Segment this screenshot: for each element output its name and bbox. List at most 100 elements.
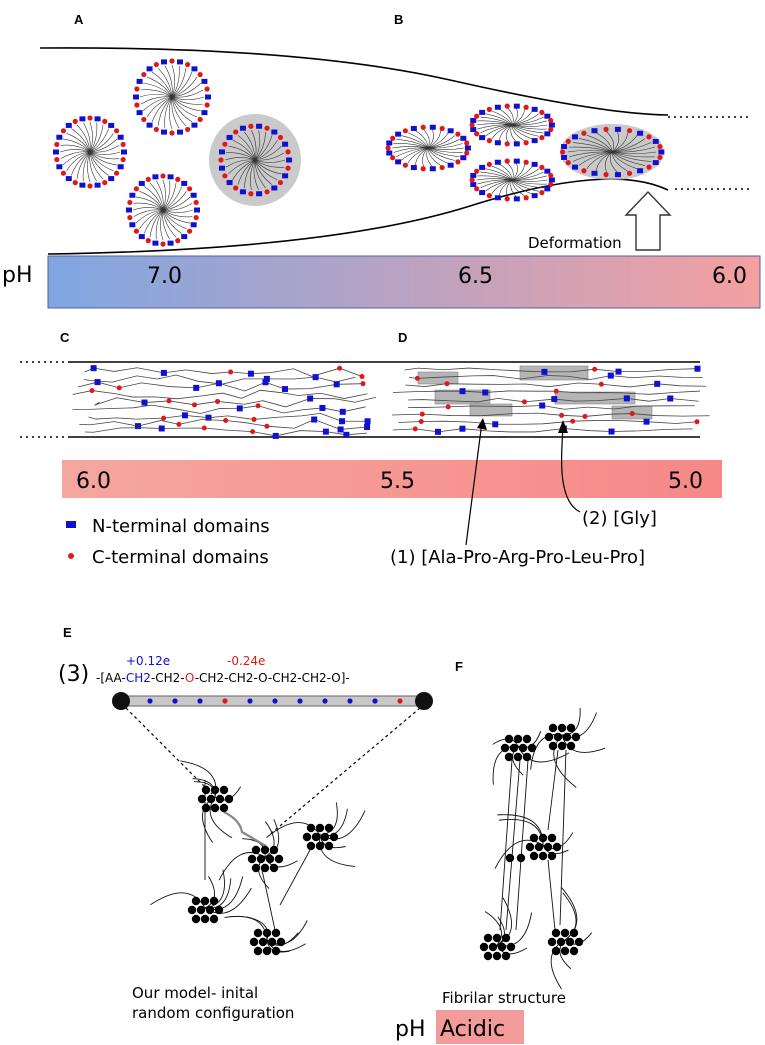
n-terminal-domain <box>531 161 538 167</box>
micelle-chain <box>427 139 460 149</box>
n-terminal-domain <box>201 78 208 84</box>
n-terminal-domain <box>395 131 402 137</box>
n-terminal-domain <box>470 117 477 123</box>
micelle-chain <box>511 116 544 126</box>
c-terminal-domain <box>116 385 122 391</box>
c-terminal-domain <box>439 164 445 171</box>
c-terminal-domain <box>60 128 67 134</box>
n-terminal-domain <box>614 172 621 178</box>
c-terminal-domain <box>248 123 254 129</box>
aligned-chain <box>398 420 698 425</box>
n-terminal-domain <box>572 134 579 140</box>
chain-index-label: (3) <box>58 662 89 687</box>
n-terminal-domain <box>479 135 486 141</box>
junction-bead <box>522 734 532 744</box>
n-terminal-domain <box>460 155 467 161</box>
n-terminal-domain <box>262 379 269 386</box>
junction-bead <box>262 946 272 956</box>
n-terminal-domain <box>177 59 184 65</box>
junction-bead <box>552 842 562 852</box>
fibril-strand <box>547 749 559 831</box>
arrow-gly-head-icon <box>558 420 568 433</box>
arrow-ala-head-icon <box>477 418 487 430</box>
micelle-chain <box>511 124 544 134</box>
micelle-chain <box>610 151 618 173</box>
n-terminal-domain <box>79 116 86 122</box>
junction-bead <box>256 854 266 864</box>
c-terminal-domain <box>420 166 426 172</box>
junction-bead <box>551 946 561 956</box>
n-terminal-domain <box>386 150 393 156</box>
n-terminal-domain <box>544 113 551 119</box>
junction-bead <box>219 785 229 795</box>
n-terminal-domain <box>56 164 63 170</box>
c-terminal-domain <box>222 173 228 179</box>
network-strand <box>246 916 269 941</box>
network-strand <box>264 821 275 858</box>
micelle-chain <box>171 89 204 98</box>
micelle-chain <box>140 96 173 105</box>
c-terminal-domain <box>160 173 166 179</box>
junction-bead <box>571 732 581 742</box>
oxygen-bead <box>222 698 228 704</box>
deformation-arrow-icon <box>624 190 672 251</box>
c-terminal-domain <box>559 412 565 418</box>
junction-bead <box>560 928 570 938</box>
junction-bead <box>547 833 557 843</box>
junction-bead <box>492 933 502 943</box>
panel-e-caption-line2: random configuration <box>132 1004 294 1022</box>
c-terminal-domain <box>420 124 426 130</box>
n-terminal-domain <box>108 122 115 128</box>
formula-part-5: -CH2-CH2-O-CH2-CH2-O]- <box>195 671 350 685</box>
n-terminal-domain <box>271 185 278 191</box>
n-terminal-domain <box>160 59 167 65</box>
charge-positive: +0.12e <box>126 654 170 668</box>
c-terminal-domain <box>523 195 529 201</box>
junction-bead <box>501 933 511 943</box>
n-terminal-domain <box>194 207 200 213</box>
c-terminal-domain <box>390 135 396 141</box>
junction-bead <box>196 905 206 915</box>
formula-part-ch2: CH2 <box>126 671 151 685</box>
micelle-chain <box>499 108 513 126</box>
micelle-chain <box>511 165 533 181</box>
random-chain <box>84 367 363 377</box>
c-terminal-domain <box>87 183 93 189</box>
c-terminal-domain <box>486 106 492 112</box>
micelle-chain <box>427 129 434 149</box>
c-terminal-domain <box>185 61 191 68</box>
n-terminal-domain <box>608 428 615 435</box>
micelle-chain <box>392 146 429 149</box>
c-terminal-domain <box>548 126 554 133</box>
micelle-chain <box>499 124 513 141</box>
c-terminal-domain <box>539 164 545 171</box>
micelle-chain <box>485 168 513 181</box>
micelle-chain <box>232 159 256 181</box>
micelle-chain <box>254 159 266 189</box>
c-terminal-domain <box>113 170 120 176</box>
c-terminal-domain <box>548 181 554 188</box>
n-terminal-domain <box>191 122 198 128</box>
junction-bead <box>544 732 554 742</box>
micelle-chain <box>393 143 429 149</box>
aligned-chains-panel-d <box>391 365 710 435</box>
n-terminal-domain <box>479 109 486 115</box>
micelle-chain <box>611 135 638 153</box>
micelle-chain <box>506 124 513 142</box>
micelle-chain <box>611 151 652 162</box>
micelle-chain <box>151 71 173 98</box>
micelle-chain <box>611 151 646 166</box>
middle-ph-tick-5: 5.0 <box>668 469 703 494</box>
network-strand <box>192 778 216 798</box>
junction-bead <box>187 905 197 915</box>
c-terminal-domain <box>255 403 261 409</box>
c-terminal-domain <box>134 86 140 92</box>
n-terminal-domain <box>410 125 417 131</box>
micelle-chain <box>485 179 513 192</box>
junction-bead <box>492 951 502 961</box>
micelle-chain <box>485 124 513 137</box>
n-terminal-domain <box>464 145 471 151</box>
n-terminal-domain <box>410 165 417 171</box>
junction-bead <box>569 928 579 938</box>
micelle-chain <box>171 96 198 118</box>
